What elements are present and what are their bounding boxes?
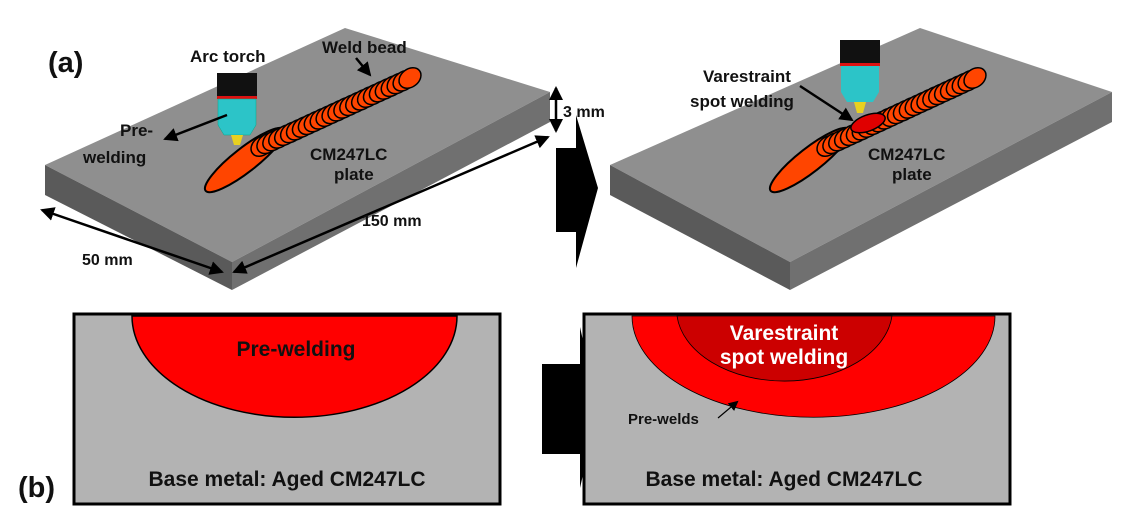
weld-ripple	[398, 67, 422, 89]
varestraint-label-line2: spot welding	[690, 92, 794, 111]
base-metal-right-label: Base metal: Aged CM247LC	[646, 468, 923, 491]
weld-ripple	[963, 67, 987, 89]
base-metal-left-label: Base metal: Aged CM247LC	[149, 468, 426, 491]
plate-right-front	[610, 165, 790, 290]
cross-section-left	[72, 312, 502, 506]
plate-right-side	[790, 92, 1112, 290]
cross-section-right	[582, 312, 1012, 506]
leader-weld-bead	[355, 57, 372, 77]
varestraint-section-line1: Varestraint	[730, 322, 839, 345]
dim-3mm-label: 3 mm	[563, 104, 605, 121]
plate-right-label-line1: CM247LC	[868, 145, 945, 164]
weld-bead-right	[768, 67, 987, 194]
plate-right-label-line2: plate	[892, 165, 932, 184]
arc-torch-left	[217, 73, 257, 145]
spot-weld	[850, 112, 886, 134]
plate-left-label-line1: CM247LC	[310, 145, 387, 164]
dim-arrow-150mm	[232, 135, 550, 274]
arc-torch-label: Arc torch	[190, 47, 266, 66]
dim-arrow-50mm	[40, 207, 224, 275]
pre-welding-label-line1: Pre-	[120, 121, 153, 140]
varestraint-section-line2: spot welding	[720, 346, 848, 369]
pre-welding-section-label: Pre-welding	[236, 338, 355, 361]
leader-varestraint-spot	[799, 84, 854, 122]
dim-50mm-label: 50 mm	[82, 252, 133, 269]
leader-pre-welds	[717, 400, 739, 419]
plate-right-top	[610, 28, 1112, 262]
spot-weld-region	[676, 315, 893, 382]
plate-right	[610, 28, 1112, 290]
varestraint-label-line1: Varestraint	[703, 67, 791, 86]
dim-150mm-label: 150 mm	[362, 213, 422, 230]
panel-a-label: (a)	[48, 47, 83, 79]
pre-welding-label-line2: welding	[82, 148, 146, 167]
weld-bead-label: Weld bead	[322, 38, 407, 57]
plate-left-label-line2: plate	[334, 165, 374, 184]
leader-pre-welding	[163, 113, 228, 142]
pre-welds-label: Pre-welds	[628, 411, 699, 428]
process-arrow-top	[556, 115, 598, 268]
panel-b-label: (b)	[18, 472, 55, 504]
arc-torch-right	[840, 40, 880, 113]
